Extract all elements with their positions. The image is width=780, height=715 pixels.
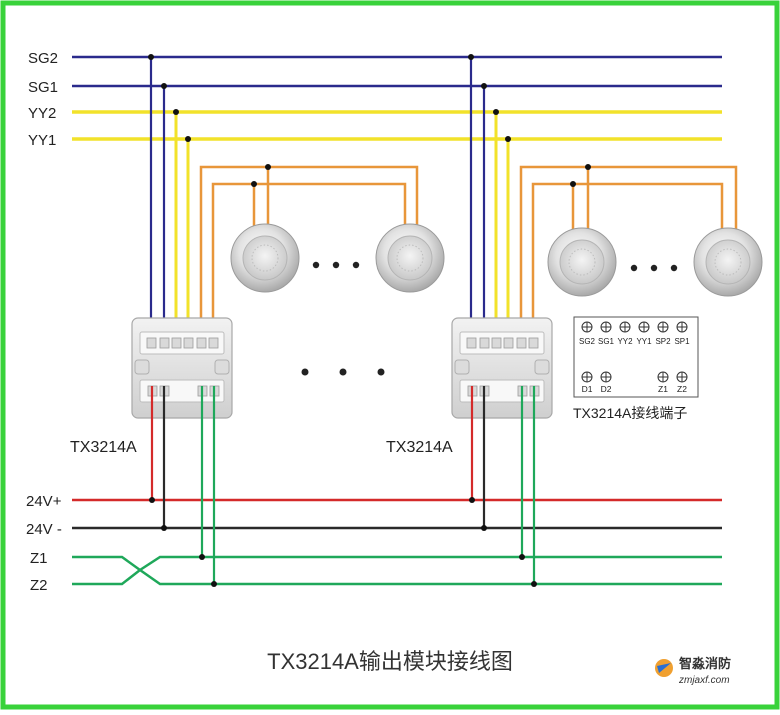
terminal-screws-bottom: [581, 371, 688, 383]
terminal-label-z2: Z2: [677, 384, 687, 394]
label-z1: Z1: [30, 550, 48, 567]
bus-labels: SG2 SG1 YY2 YY1 24V+ 24V - Z1 Z2: [26, 50, 62, 594]
junction-dot: [519, 554, 525, 560]
junction-dot: [173, 109, 179, 115]
module-right-label: TX3214A: [386, 439, 453, 456]
speaker-ellipsis-right: [630, 264, 678, 272]
junction-dot: [211, 581, 217, 587]
junction-dot: [199, 554, 205, 560]
spk-wire-a-right: [519, 165, 738, 350]
spk-wire-b-left: [211, 182, 407, 350]
terminal-label-sg1: SG1: [598, 337, 615, 346]
terminal-bottom-labels: D1 D2 Z1 Z2: [582, 384, 688, 394]
watermark: 智淼消防 zmjaxf.com: [655, 656, 731, 686]
watermark-url: zmjaxf.com: [678, 675, 730, 686]
junction-dot: [161, 525, 167, 531]
bus-lines: [72, 55, 722, 586]
junction-dot: [251, 181, 257, 187]
junction-dot: [468, 54, 474, 60]
junction-dot: [481, 525, 487, 531]
speaker-right-1: [547, 227, 617, 297]
label-yy1: YY1: [28, 132, 56, 149]
bus-z1-line: [72, 555, 722, 586]
junction-dot: [469, 497, 475, 503]
terminal-label-d1: D1: [582, 384, 593, 394]
spk-wire-b-right: [531, 182, 724, 350]
junction-dot: [531, 581, 537, 587]
speaker-left-1: [230, 223, 300, 293]
speaker-right-2: [693, 227, 763, 297]
terminal-label-sp1: SP1: [674, 337, 690, 346]
terminal-screws-top: [581, 321, 688, 333]
terminal-legend-box: [573, 316, 699, 398]
junction-dot: [265, 164, 271, 170]
label-sg2: SG2: [28, 50, 58, 67]
watermark-name: 智淼消防: [679, 656, 731, 671]
spk-wire-a-left: [199, 165, 419, 350]
module-ellipsis: [301, 368, 385, 376]
speaker-ellipsis-left: [312, 261, 360, 269]
label-z2: Z2: [30, 577, 48, 594]
speaker-left-2: [375, 223, 445, 293]
module-left: [131, 317, 233, 419]
right-module-group: TX3214A: [386, 54, 763, 587]
brand-logo-icon: [655, 659, 673, 677]
label-yy2: YY2: [28, 105, 56, 122]
module-left-label: TX3214A: [70, 439, 137, 456]
label-sg1: SG1: [28, 79, 58, 96]
module-right: [451, 317, 553, 419]
junction-dot: [185, 136, 191, 142]
junction-dot: [149, 497, 155, 503]
terminal-legend-caption: TX3214A接线端子: [573, 405, 687, 421]
terminal-legend: SG2 SG1 YY2 YY1 SP2 SP1 D1 D2 Z1 Z2 TX32…: [573, 316, 699, 421]
terminal-label-yy1: YY1: [636, 337, 652, 346]
left-module-group: TX3214A: [70, 54, 445, 587]
junction-dot: [481, 83, 487, 89]
terminal-label-yy2: YY2: [617, 337, 633, 346]
junction-dot: [505, 136, 511, 142]
junction-dot: [161, 83, 167, 89]
junction-dot: [585, 164, 591, 170]
label-24v-pos: 24V+: [26, 493, 62, 510]
junction-dot: [570, 181, 576, 187]
terminal-label-sg2: SG2: [579, 337, 596, 346]
junction-dot: [148, 54, 154, 60]
bus-z2-line: [72, 555, 722, 586]
terminal-label-z1: Z1: [658, 384, 668, 394]
label-24v-neg: 24V -: [26, 521, 62, 538]
terminal-label-d2: D2: [601, 384, 612, 394]
junction-dot: [493, 109, 499, 115]
diagram-caption: TX3214A输出模块接线图: [267, 649, 513, 674]
terminal-label-sp2: SP2: [655, 337, 671, 346]
terminal-top-labels: SG2 SG1 YY2 YY1 SP2 SP1: [579, 337, 690, 346]
